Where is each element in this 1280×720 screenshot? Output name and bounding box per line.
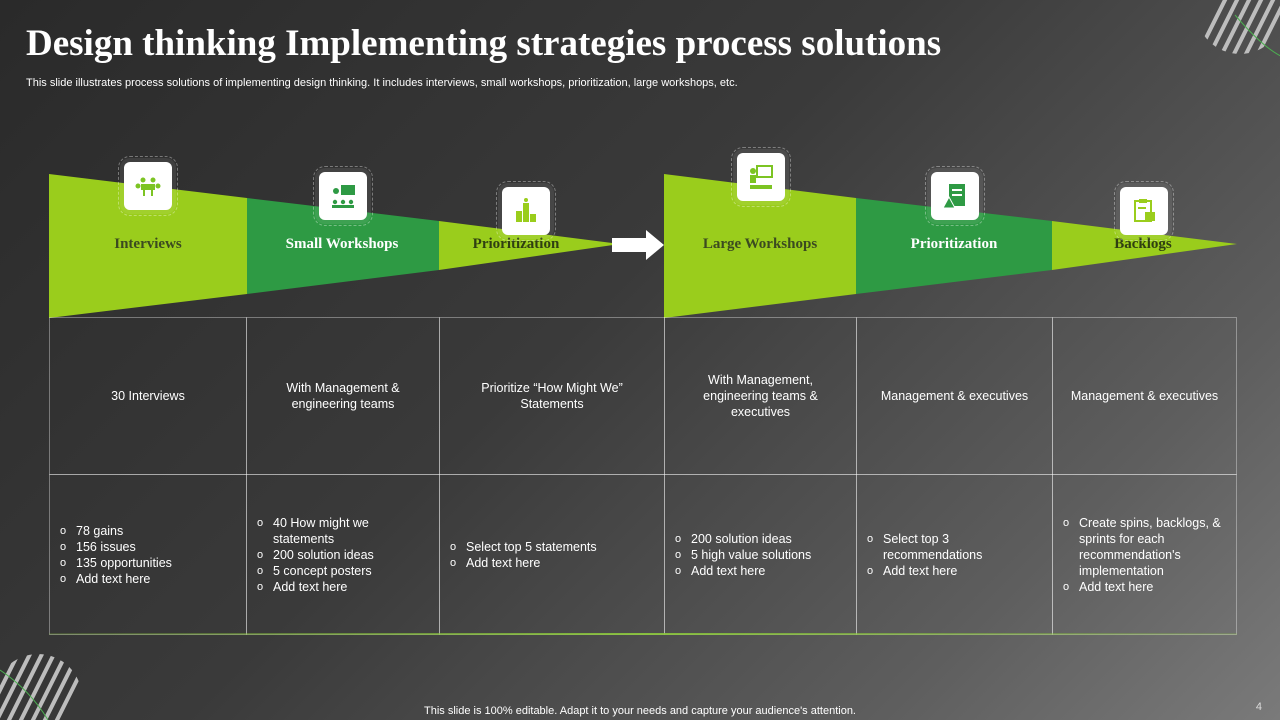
cell-text: Management & executives: [1070, 389, 1219, 403]
list-item: Add text here: [1061, 579, 1228, 595]
cell-text: Prioritize “How Might We” Statements: [481, 381, 623, 411]
table-cell-r1-c4: With Management, engineering teams & exe…: [664, 317, 857, 475]
table-cell-r1-c1: 30 Interviews: [49, 317, 247, 475]
list-item: 78 gains: [58, 523, 172, 539]
stage-label-large-workshops: Large Workshops: [702, 236, 818, 252]
clipboard-box-icon: [1114, 181, 1174, 241]
bullet-list: 78 gains 156 issues 135 opportunities Ad…: [58, 523, 172, 587]
table-cell-r2-c3: Select top 5 statements Add text here: [439, 474, 665, 635]
bullet-list: 40 How might we statements 200 solution …: [255, 515, 431, 595]
bar-ranking-icon: [496, 181, 556, 241]
list-item: 156 issues: [58, 539, 172, 555]
list-item: Add text here: [865, 563, 1044, 579]
page-number: 4: [1255, 701, 1262, 713]
bullet-list: Select top 5 statements Add text here: [448, 539, 597, 571]
list-item: 5 concept posters: [255, 563, 431, 579]
funnel-segment-small-workshops: [247, 198, 439, 294]
list-item: 135 opportunities: [58, 555, 172, 571]
cell-text: With Management & engineering teams: [286, 381, 400, 411]
funnel-segment-large-workshops: [664, 174, 856, 318]
presenter-audience-icon: [731, 147, 791, 207]
corner-stripes-bottom-left: [0, 654, 82, 720]
page-subtitle: This slide illustrates process solutions…: [26, 77, 738, 89]
stage-label-prioritization-1: Prioritization: [472, 236, 560, 252]
bullet-list: Create spins, backlogs, & sprints for ea…: [1061, 515, 1228, 595]
bullet-list: 200 solution ideas 5 high value solution…: [673, 531, 811, 579]
table-cell-r2-c2: 40 How might we statements 200 solution …: [246, 474, 440, 635]
footer-note: This slide is 100% editable. Adapt it to…: [424, 705, 856, 717]
table-cell-r2-c6: Create spins, backlogs, & sprints for ea…: [1052, 474, 1237, 635]
stage-label-small-workshops: Small Workshops: [285, 236, 399, 252]
list-item: Add text here: [58, 571, 172, 587]
table-bottom-accent: [49, 633, 1237, 635]
cell-text: Management & executives: [880, 389, 1029, 403]
funnel-segment-interviews: [49, 174, 247, 318]
list-item: 40 How might we statements: [255, 515, 431, 547]
checklist-warning-icon: [925, 166, 985, 226]
stage-label-interviews: Interviews: [114, 236, 182, 252]
table-cell-r2-c1: 78 gains 156 issues 135 opportunities Ad…: [49, 474, 247, 635]
arrow-icon: [612, 230, 664, 260]
table-cell-r2-c4: 200 solution ideas 5 high value solution…: [664, 474, 857, 635]
stage-label-prioritization-2: Prioritization: [910, 236, 998, 252]
process-funnel: [49, 174, 1237, 318]
list-item: 200 solution ideas: [255, 547, 431, 563]
list-item: 200 solution ideas: [673, 531, 811, 547]
funnel-segment-backlogs: [1052, 221, 1237, 270]
table-cell-r2-c5: Select top 3 recommendations Add text he…: [856, 474, 1053, 635]
funnel-segment-prioritization-2: [856, 198, 1052, 294]
funnel-segment-prioritization-1: [439, 221, 620, 270]
list-item: Add text here: [448, 555, 597, 571]
list-item: Add text here: [255, 579, 431, 595]
corner-stripes-top-right: [1196, 0, 1280, 57]
process-table: 30 Interviews With Management & engineer…: [49, 317, 1237, 635]
list-item: Add text here: [673, 563, 811, 579]
cell-text: With Management, engineering teams & exe…: [703, 373, 818, 419]
cell-text: 30 Interviews: [111, 389, 185, 403]
bullet-list: Select top 3 recommendations Add text he…: [865, 531, 1044, 579]
table-cell-r1-c2: With Management & engineering teams: [246, 317, 440, 475]
table-cell-r1-c5: Management & executives: [856, 317, 1053, 475]
presentation-board-icon: [313, 166, 373, 226]
page-title: Design thinking Implementing strategies …: [26, 23, 942, 64]
stage-label-backlogs: Backlogs: [1114, 236, 1172, 252]
list-item: Create spins, backlogs, & sprints for ea…: [1061, 515, 1228, 579]
list-item: 5 high value solutions: [673, 547, 811, 563]
table-cell-r1-c3: Prioritize “How Might We” Statements: [439, 317, 665, 475]
list-item: Select top 5 statements: [448, 539, 597, 555]
meeting-table-icon: [118, 156, 178, 216]
list-item: Select top 3 recommendations: [865, 531, 1044, 563]
table-cell-r1-c6: Management & executives: [1052, 317, 1237, 475]
